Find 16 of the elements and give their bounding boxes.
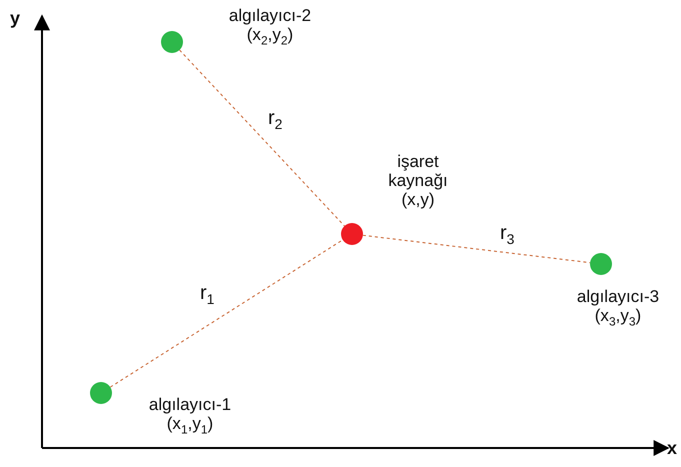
distance-line [179, 50, 345, 226]
axis-label: x [667, 438, 678, 459]
axis-label: y [10, 8, 20, 29]
edge-label: r$_{3}$ [500, 222, 514, 247]
distance-line [362, 234, 591, 264]
coordinate-label: (x,y) [400, 190, 436, 209]
point-name: algılayıcı-1 [148, 395, 232, 414]
coordinate-label: (x$_{2}$,y$_{2}$) [246, 25, 294, 50]
point-name: işaret kaynağı [387, 152, 449, 190]
distance-line [110, 239, 344, 388]
point-name: algılayıcı-2 [228, 6, 312, 25]
coordinate-label: (x$_{1}$,y$_{1}$) [166, 414, 214, 438]
edge-label: r$_{2}$ [268, 107, 282, 132]
edge-label: r$_{1}$ [200, 282, 214, 307]
coordinate-label: (x$_{3}$,y$_{3}$) [594, 306, 642, 330]
point-name: algılayıcı-3 [576, 287, 660, 306]
